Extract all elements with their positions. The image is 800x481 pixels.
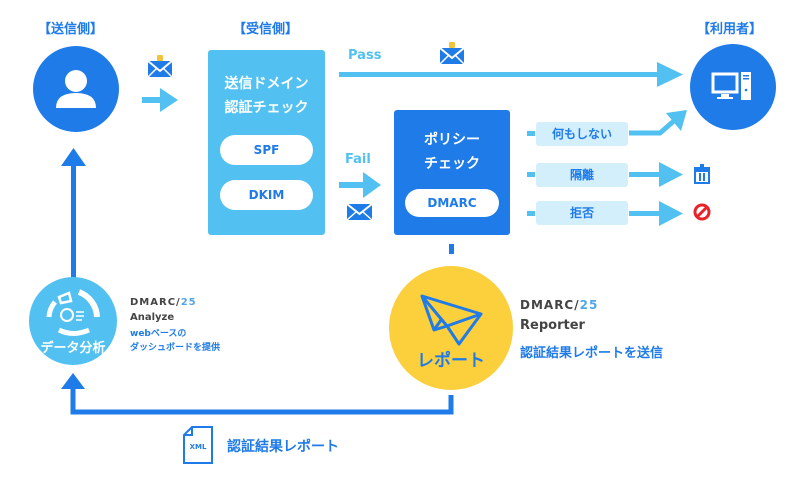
paper-plane-icon: [420, 294, 483, 346]
dkim-pill: DKIM: [220, 180, 313, 210]
action-none: 何もしない: [536, 122, 628, 146]
reporter-logo-suffix: 25: [579, 298, 599, 312]
sender-header: 【送信側】: [38, 22, 104, 37]
fail-label: Fail: [345, 152, 371, 167]
reporter-logo-text: DMARC/: [520, 298, 580, 312]
xml-file-icon: XML: [182, 425, 214, 465]
locked-mail-icon: [439, 42, 465, 65]
reporter-circle: レポート: [389, 266, 513, 390]
policy-title-2: チェック: [424, 156, 480, 172]
send-arrow: [142, 88, 178, 112]
stub: [527, 211, 535, 216]
receiver-header: 【受信側】: [233, 22, 299, 37]
action-quarantine: 隔離: [536, 163, 628, 187]
reporter-circle-label: レポート: [417, 351, 485, 371]
pass-arrow: [339, 62, 683, 87]
spf-pill: SPF: [220, 135, 313, 165]
fail-arrow: [339, 172, 381, 198]
domain-auth-box: 送信ドメイン 認証チェック SPF DKIM: [208, 50, 325, 235]
reporter-desc: 認証結果レポートを送信: [520, 346, 664, 361]
user-header: 【利用者】: [697, 22, 763, 37]
domain-auth-title-2: 認証チェック: [224, 100, 309, 116]
action-reject: 拒否: [536, 201, 628, 225]
nothing-arrow: [629, 110, 687, 136]
report-stub: [449, 244, 454, 254]
report-caption: 認証結果レポート: [227, 439, 339, 455]
mail-icon: [346, 203, 373, 221]
quarantine-arrow: [629, 162, 683, 187]
analyze-desc-1: webベースの: [130, 329, 187, 339]
computer-icon: [711, 72, 751, 100]
stub: [527, 172, 535, 177]
user-icon: [56, 70, 96, 108]
analyze-logo-text: DMARC/: [130, 297, 181, 308]
analyze-logo-suffix: 25: [180, 297, 197, 308]
feedback-arrow: [61, 148, 86, 280]
dashboard-icon: [46, 289, 100, 336]
report-loop-line: [61, 373, 454, 415]
stub: [527, 131, 535, 136]
dmarc-pill: DMARC: [405, 189, 499, 217]
trash-icon: [694, 164, 710, 184]
domain-auth-title-1: 送信ドメイン: [224, 76, 309, 92]
reporter-logo: DMARC/25: [520, 298, 598, 312]
prohibited-icon: [693, 203, 711, 221]
reporter-product: Reporter: [520, 318, 585, 333]
analyze-desc-2: ダッシュボードを提供: [130, 343, 221, 353]
xml-file-label: XML: [189, 443, 207, 451]
reject-arrow: [629, 201, 683, 226]
policy-box: ポリシー チェック DMARC: [394, 110, 510, 235]
analyze-product: Analyze: [130, 312, 175, 323]
analyze-logo: DMARC/25: [130, 297, 197, 308]
pass-label: Pass: [348, 48, 382, 63]
policy-title-1: ポリシー: [424, 132, 480, 148]
analyze-circle: データ分析: [29, 277, 117, 365]
locked-mail-icon: [147, 55, 173, 78]
user-circle: [690, 44, 776, 130]
analyze-circle-label: データ分析: [40, 341, 106, 356]
sender-circle: [33, 46, 119, 132]
